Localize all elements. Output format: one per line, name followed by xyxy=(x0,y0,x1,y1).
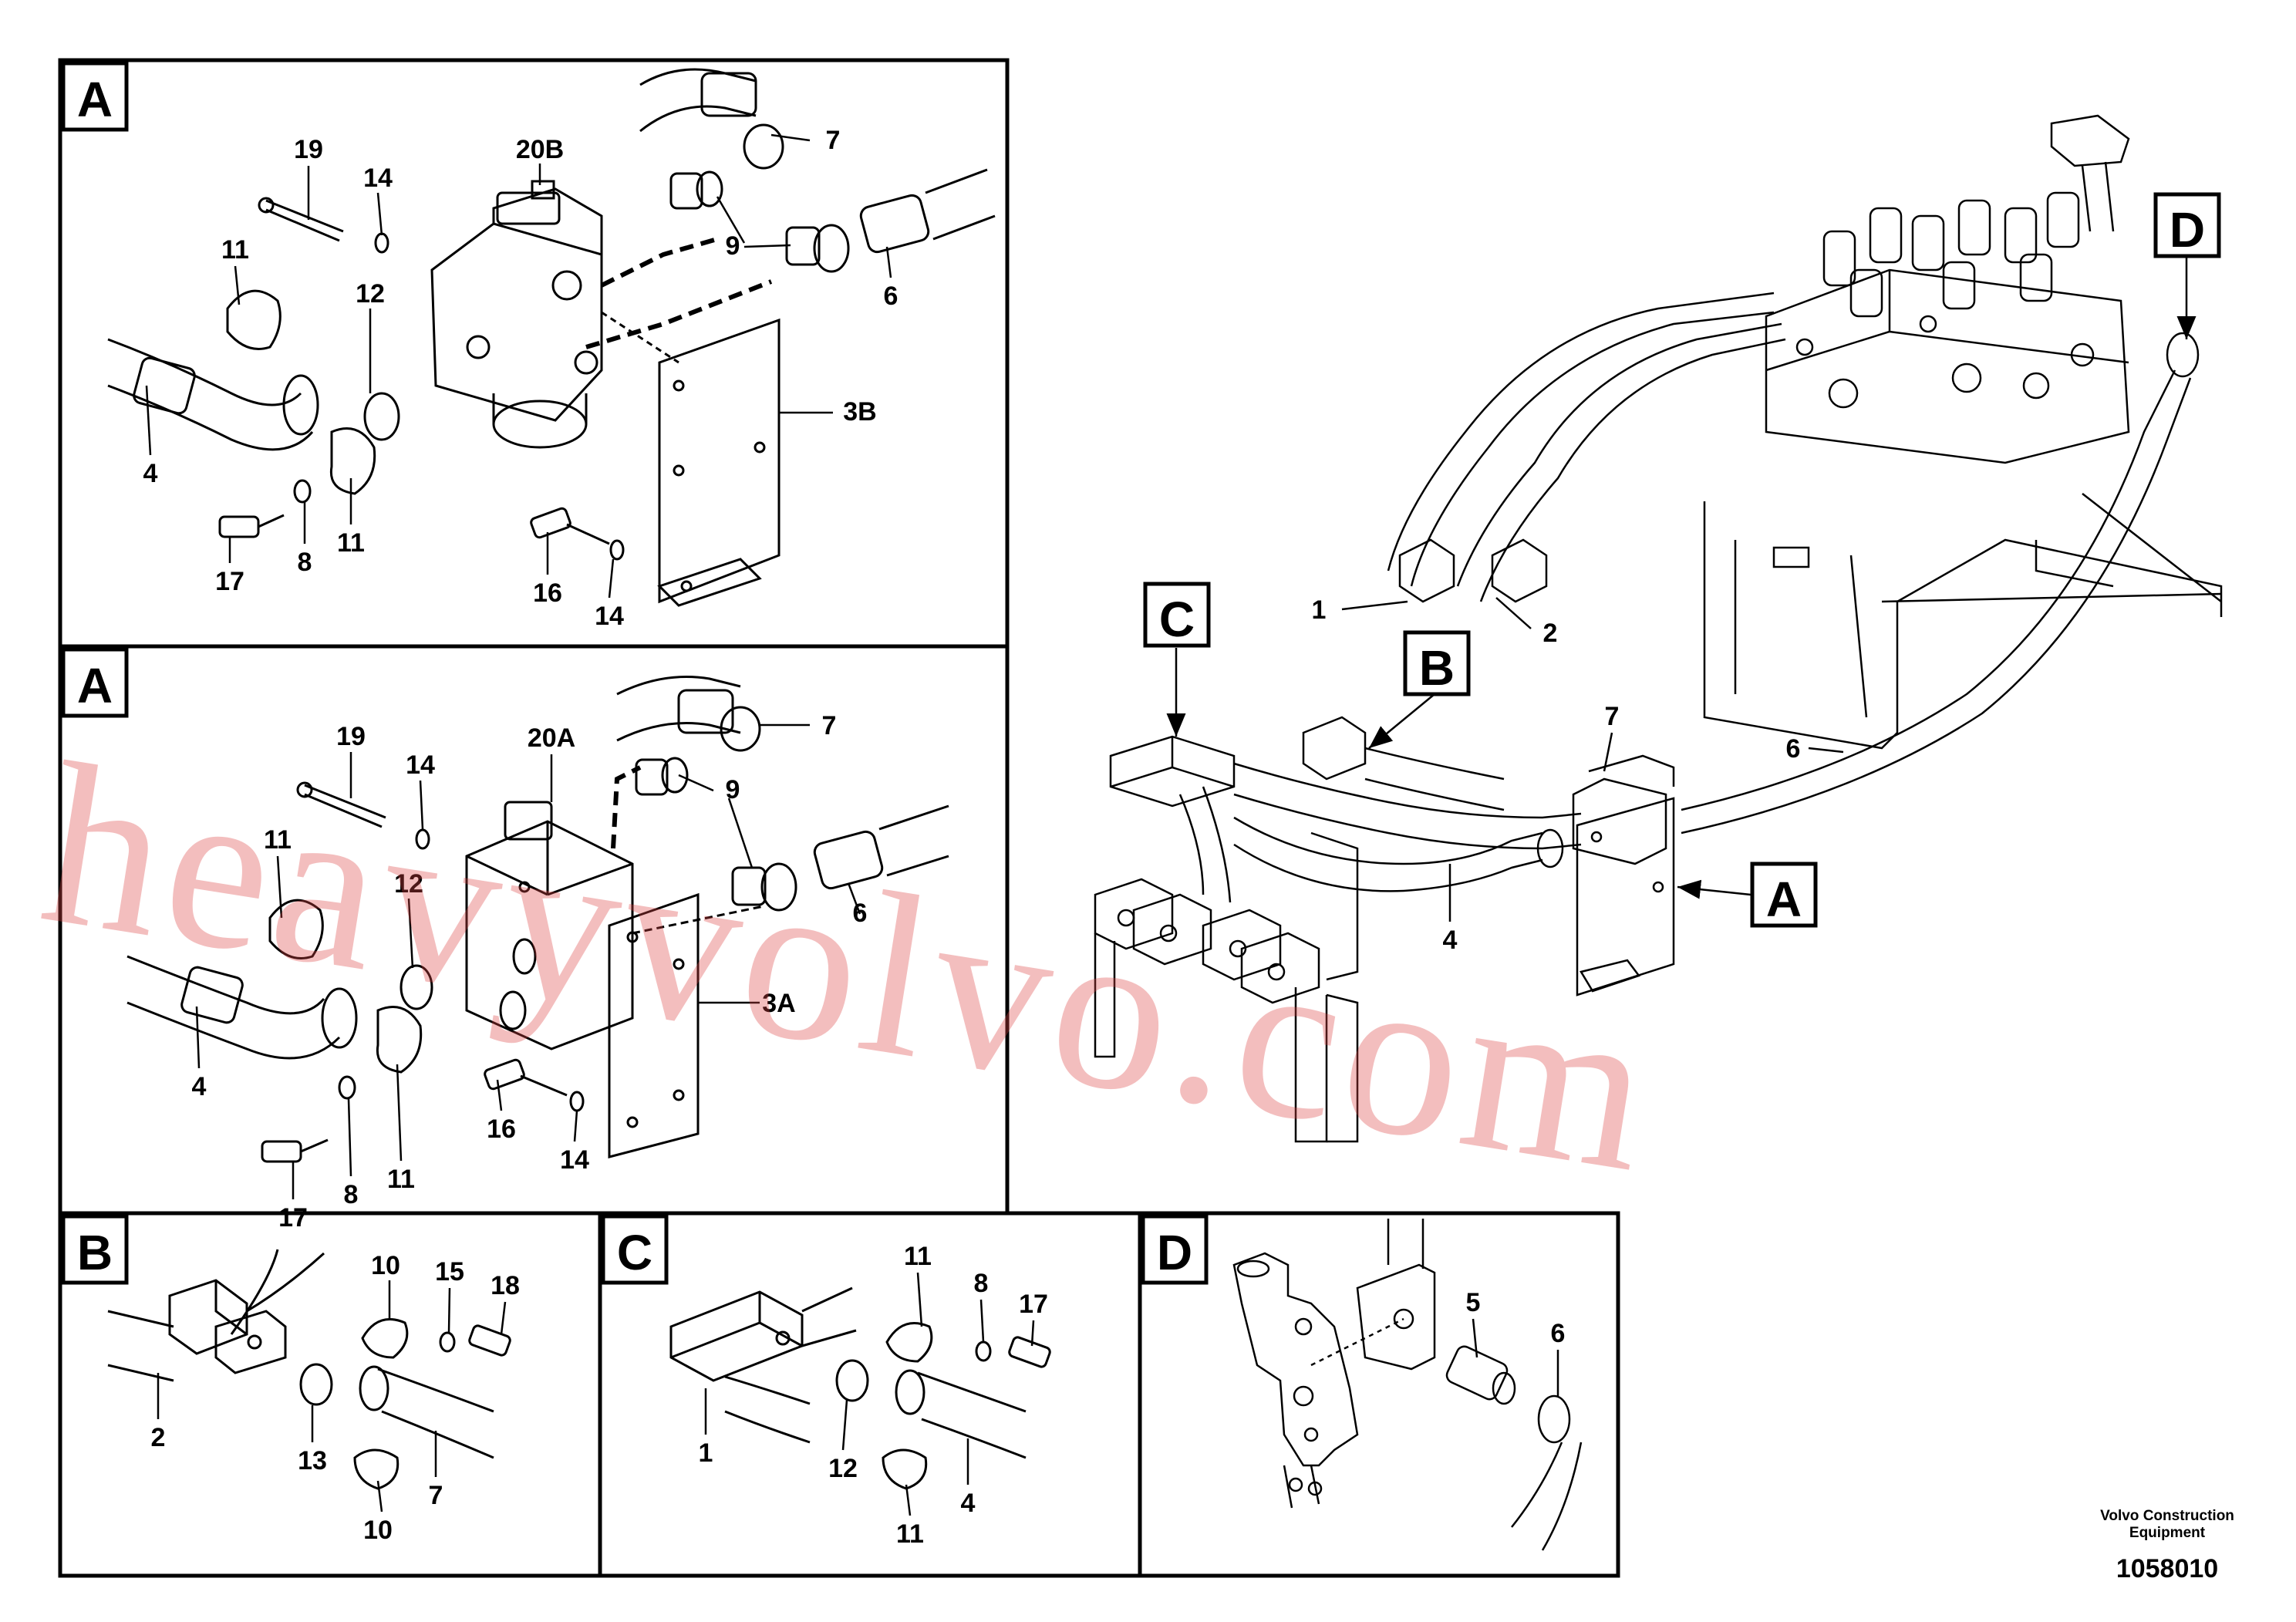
part-labels: 19 14 20B 7 11 12 9 6 3B 4 17 8 11 16 14 xyxy=(143,126,899,631)
part-label: 10 xyxy=(371,1251,400,1280)
part-label: 9 xyxy=(726,231,740,261)
part-label: 7 xyxy=(1605,702,1620,731)
part-label: 4 xyxy=(1443,926,1458,955)
panel-tag-box xyxy=(61,647,129,718)
panel-tag: B xyxy=(77,1225,113,1280)
part-labels: 11 8 17 1 12 4 11 xyxy=(699,1242,1048,1549)
part-label: 12 xyxy=(828,1454,858,1483)
panel-tag-box xyxy=(1141,1214,1209,1285)
part-label: 14 xyxy=(363,164,393,193)
part-label: 11 xyxy=(264,825,292,855)
part-label: 17 xyxy=(1019,1290,1048,1319)
control-valve-assembly xyxy=(1703,114,2223,750)
leader-lines xyxy=(157,1280,507,1512)
part-label: 19 xyxy=(336,722,366,751)
footer: Volvo Construction Equipment 1058010 xyxy=(2082,1508,2252,1600)
part-label: 11 xyxy=(221,235,249,265)
overview-callouts: C B D A xyxy=(1143,192,2221,928)
panel-tag: A xyxy=(77,72,113,127)
leader-lines xyxy=(704,1272,1035,1516)
part-label: 15 xyxy=(435,1257,464,1286)
part-label: 12 xyxy=(394,869,423,899)
part-label: 16 xyxy=(487,1114,516,1144)
part-label: 14 xyxy=(406,750,435,780)
part-label: 3B xyxy=(843,397,876,427)
part-label: 12 xyxy=(356,279,385,309)
company-name: Volvo Construction xyxy=(2100,1508,2234,1524)
component-drawing xyxy=(107,68,996,607)
part-label: 8 xyxy=(974,1269,989,1298)
part-labels: 10 15 18 2 13 7 10 xyxy=(151,1251,520,1545)
panel-tag: A xyxy=(77,658,113,713)
component-drawing xyxy=(126,676,949,1163)
part-label: 19 xyxy=(294,135,323,164)
panel-tag: C xyxy=(617,1225,652,1280)
overview-drawing: C B D A 1 2 7 6 4 xyxy=(1094,114,2223,1143)
panel-tag: D xyxy=(1157,1225,1192,1280)
part-label: 6 xyxy=(884,282,899,311)
part-label: 17 xyxy=(215,567,244,596)
part-label: 7 xyxy=(822,711,837,740)
callout-tag: C xyxy=(1159,592,1195,647)
panel-d: D 5 6 xyxy=(1138,1211,1620,1578)
part-label: 20B xyxy=(516,135,564,164)
part-label: 20A xyxy=(528,723,575,753)
panel-middle-a: A xyxy=(58,644,1010,1233)
leader-lines xyxy=(195,723,861,1199)
part-label: 1 xyxy=(1312,595,1327,625)
panel-tag-box xyxy=(61,1214,129,1285)
hose-routing xyxy=(1094,292,2200,1143)
part-label: 13 xyxy=(298,1446,327,1475)
part-label: 1 xyxy=(699,1438,713,1468)
part-label: 11 xyxy=(904,1242,932,1271)
part-label: 14 xyxy=(560,1145,589,1175)
part-label: 5 xyxy=(1466,1288,1481,1317)
part-label: 17 xyxy=(278,1203,308,1233)
callout-tag: D xyxy=(2170,202,2205,258)
part-label: 4 xyxy=(143,459,158,488)
leader-lines xyxy=(145,133,892,599)
component-drawing xyxy=(107,1249,511,1490)
company-name-line2: Equipment xyxy=(2129,1525,2206,1541)
part-label: 6 xyxy=(1551,1319,1566,1348)
part-labels: 5 6 xyxy=(1466,1288,1566,1348)
part-label: 14 xyxy=(595,602,624,631)
panel-c: C 11 8 17 1 xyxy=(598,1211,1142,1578)
part-label: 8 xyxy=(344,1180,359,1209)
callout-tag: A xyxy=(1766,872,1802,927)
panel-tag-box xyxy=(601,1214,669,1285)
leader-lines xyxy=(1472,1318,1559,1396)
callout-tag: B xyxy=(1419,640,1455,696)
part-label: 7 xyxy=(826,126,841,155)
part-label: 6 xyxy=(853,899,868,928)
part-label: 11 xyxy=(896,1519,924,1549)
part-label: 6 xyxy=(1786,734,1801,764)
part-label: 2 xyxy=(1543,619,1558,648)
part-label: 4 xyxy=(961,1489,976,1518)
callout-leaders xyxy=(1166,255,2197,922)
part-label: 18 xyxy=(491,1271,520,1300)
part-label: 16 xyxy=(533,578,562,608)
part-label: 4 xyxy=(192,1072,207,1101)
overview-part-labels: 1 2 7 6 4 xyxy=(1312,595,1801,955)
part-label: 10 xyxy=(363,1516,393,1545)
document-number: 1058010 xyxy=(2116,1554,2219,1583)
part-labels: 19 14 20A 7 9 11 12 6 3A 4 17 8 11 16 14 xyxy=(192,711,868,1233)
part-label: 2 xyxy=(151,1423,166,1452)
panel-top-a: A xyxy=(58,58,1010,649)
part-label: 11 xyxy=(387,1165,415,1194)
component-drawing xyxy=(1232,1219,1583,1551)
panel-tag-box xyxy=(61,61,129,132)
part-label: 9 xyxy=(726,775,740,804)
part-label: 8 xyxy=(298,548,312,577)
part-label: 11 xyxy=(337,528,365,558)
part-label: 3A xyxy=(762,989,795,1018)
part-label: 7 xyxy=(429,1481,443,1510)
